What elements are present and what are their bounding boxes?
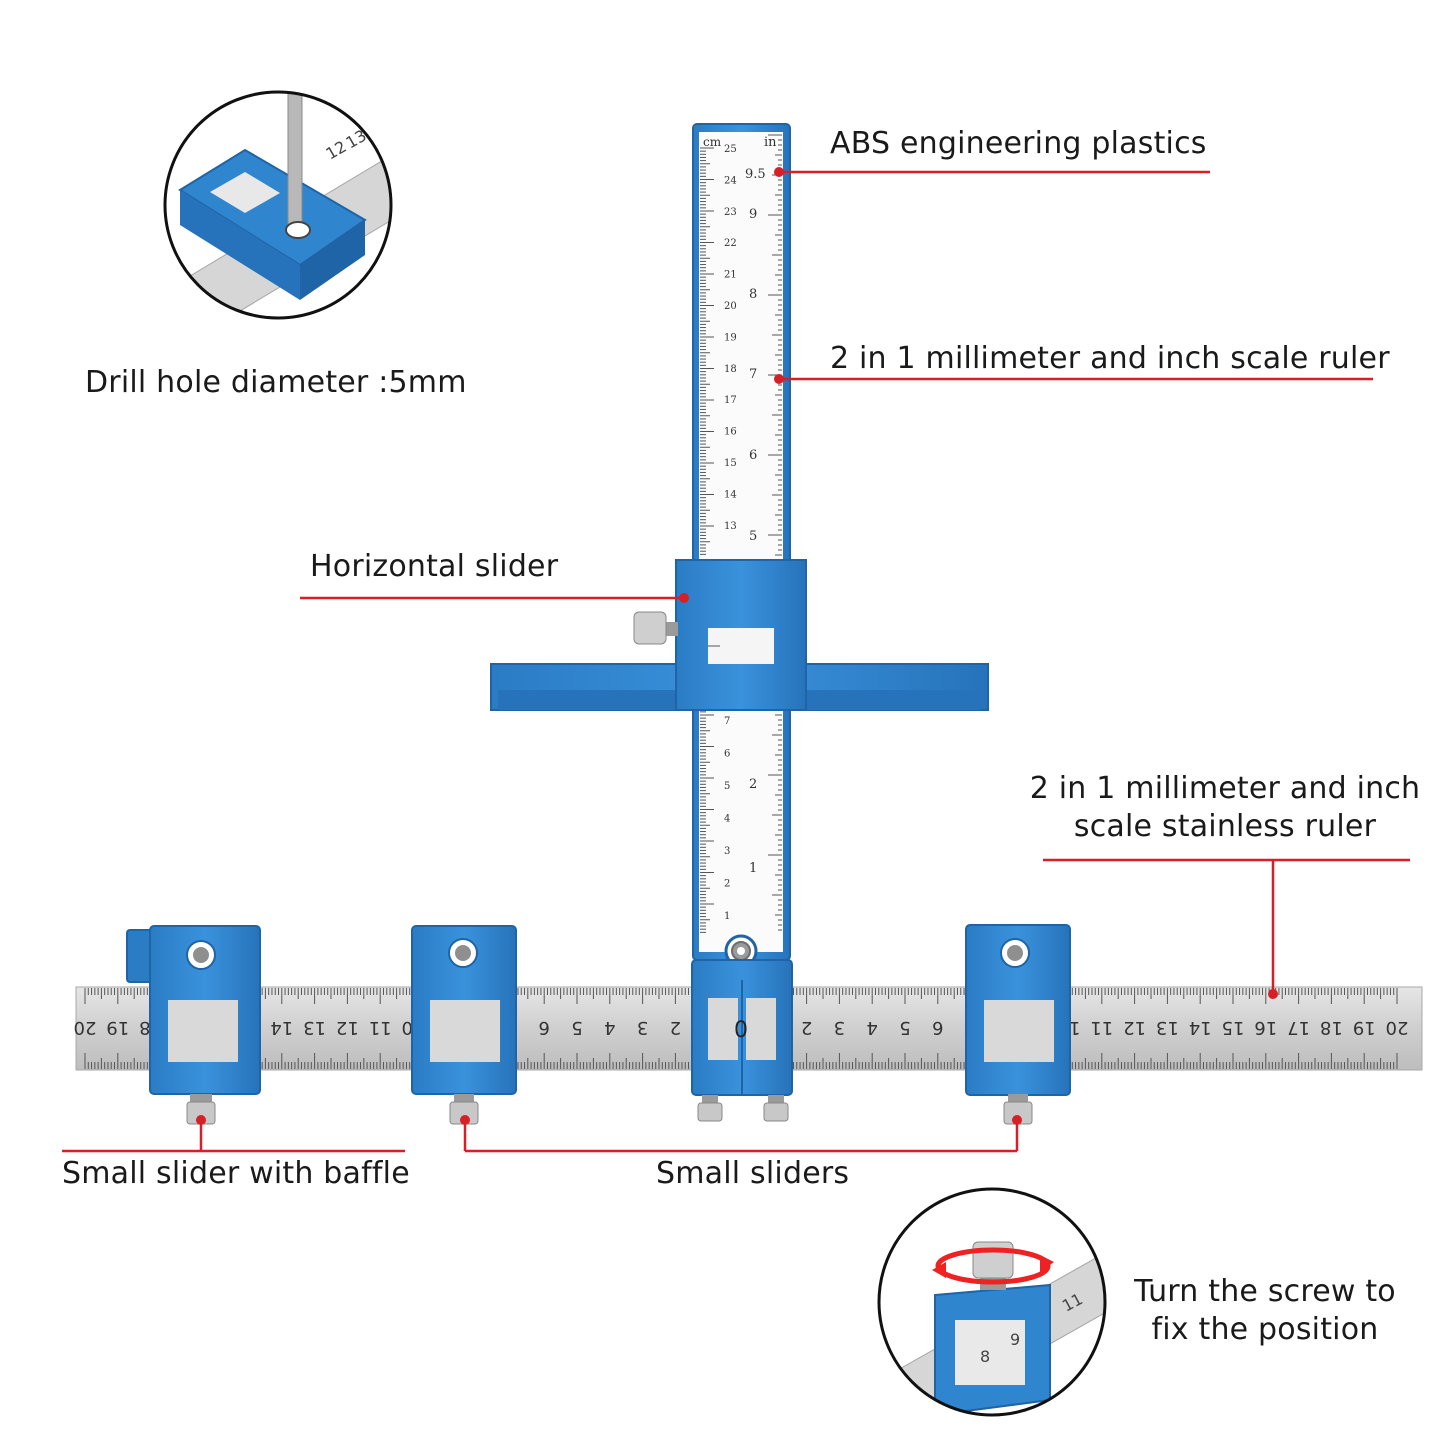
vertical-in-number: 5 [749, 529, 757, 544]
vertical-cm-number: 24 [724, 175, 737, 186]
small-slider-left[interactable] [411, 925, 517, 1125]
ruler-number: 15 [1222, 1017, 1245, 1038]
ruler-number: 5 [899, 1017, 910, 1038]
ruler-center-number: 0 [734, 1018, 748, 1043]
label-turn-screw: Turn the screw to fix the position [1120, 1273, 1410, 1349]
vertical-cm-number: 21 [724, 270, 737, 281]
vertical-cm-number: 25 [724, 144, 737, 155]
vertical-cm-number: 2 [724, 879, 730, 890]
small-slider-with-baffle[interactable] [126, 925, 261, 1125]
label-small-sliders: Small sliders [656, 1156, 850, 1191]
vertical-cm-number: 6 [724, 749, 730, 760]
ruler-number: 3 [637, 1017, 648, 1038]
vertical-cm-number: 16 [724, 427, 737, 438]
ruler-number: 6 [538, 1017, 549, 1038]
vertical-cm-number: 18 [724, 364, 737, 375]
ruler-number: 4 [604, 1017, 615, 1038]
vertical-in-number: 9 [749, 207, 757, 222]
vertical-ruler: cm in 252423222120191817161514139.598765… [692, 123, 791, 968]
label-vertical-scale-ruler: 2 in 1 millimeter and inch scale ruler [830, 341, 1390, 376]
thumb-screw-center-right[interactable] [763, 1095, 789, 1122]
ruler-number: 11 [369, 1017, 392, 1038]
center-slider[interactable]: 0 [691, 959, 793, 1122]
label-stainless-ruler: 2 in 1 millimeter and inch scale stainle… [1020, 770, 1430, 846]
vertical-cm-number: 5 [724, 781, 730, 792]
ruler-number: 19 [106, 1017, 129, 1038]
ruler-number: 11 [1090, 1017, 1113, 1038]
ruler-number: 13 [303, 1017, 326, 1038]
ruler-number: 14 [1189, 1017, 1212, 1038]
ruler-number: 18 [1320, 1017, 1343, 1038]
vertical-cm-number: 19 [724, 332, 737, 343]
label-drill-hole-diameter: Drill hole diameter :5mm [85, 365, 467, 400]
ruler-number: 20 [74, 1017, 97, 1038]
ruler-number: 2 [670, 1017, 681, 1038]
vertical-cm-number: 22 [724, 238, 737, 249]
ruler-number: 16 [1254, 1017, 1277, 1038]
label-turn-line2: fix the position [1151, 1312, 1379, 1347]
ruler-number: 2 [801, 1017, 812, 1038]
vertical-in-number: 1 [749, 861, 757, 876]
vertical-cm-number: 14 [724, 489, 737, 500]
inset-scale-number-8: 8 [980, 1347, 990, 1366]
label-abs-plastics: ABS engineering plastics [830, 126, 1207, 161]
inset-drill-closeup: 12 13 [163, 90, 393, 320]
vertical-cm-number: 3 [724, 846, 730, 857]
vertical-cm-number: 4 [724, 814, 730, 825]
inset-scale-number-9: 9 [1010, 1330, 1020, 1349]
ruler-number: 19 [1353, 1017, 1376, 1038]
cm-unit-label: cm [703, 135, 722, 149]
horizontal-slider[interactable] [490, 559, 989, 711]
vertical-cm-number: 23 [724, 207, 737, 218]
vertical-cm-number: 13 [724, 521, 737, 532]
label-stainless-line1: 2 in 1 millimeter and inch [1029, 771, 1421, 806]
label-small-slider-baffle: Small slider with baffle [62, 1156, 410, 1191]
vertical-cm-number: 20 [724, 301, 737, 312]
ruler-number: 17 [1287, 1017, 1310, 1038]
ruler-number: 20 [1386, 1017, 1409, 1038]
vertical-cm-number: 15 [724, 458, 737, 469]
ruler-number: 12 [336, 1017, 359, 1038]
label-stainless-line2: scale stainless ruler [1073, 809, 1377, 844]
ruler-number: 14 [270, 1017, 293, 1038]
callouts [62, 167, 1410, 1153]
ruler-number: 4 [866, 1017, 877, 1038]
label-horizontal-slider: Horizontal slider [310, 549, 559, 584]
vertical-cm-number: 17 [724, 395, 737, 406]
vertical-in-number: 8 [749, 287, 757, 302]
label-turn-line1: Turn the screw to [1134, 1274, 1396, 1309]
vertical-in-number: 6 [749, 448, 757, 463]
ruler-number: 5 [571, 1017, 582, 1038]
vertical-in-number: 2 [749, 777, 757, 792]
in-unit-label: in [764, 135, 777, 150]
vertical-cm-number: 1 [724, 911, 730, 922]
ruler-number: 6 [932, 1017, 943, 1038]
ruler-number: 12 [1123, 1017, 1146, 1038]
inset-screw-closeup: 11 9 8 [877, 1187, 1107, 1417]
small-slider-right[interactable] [965, 924, 1071, 1125]
ruler-number: 3 [834, 1017, 845, 1038]
vertical-cm-number: 7 [724, 716, 730, 727]
vertical-ruler-ticks [700, 134, 782, 933]
vertical-in-number: 7 [749, 367, 757, 382]
ruler-number: 13 [1156, 1017, 1179, 1038]
vertical-in-number: 9.5 [745, 167, 766, 182]
thumb-screw-center-left[interactable] [697, 1095, 723, 1122]
vertical-ruler-numbers: 252423222120191817161514139.598765765432… [724, 144, 766, 922]
thumb-screw-horizontal-slider[interactable] [633, 611, 678, 645]
